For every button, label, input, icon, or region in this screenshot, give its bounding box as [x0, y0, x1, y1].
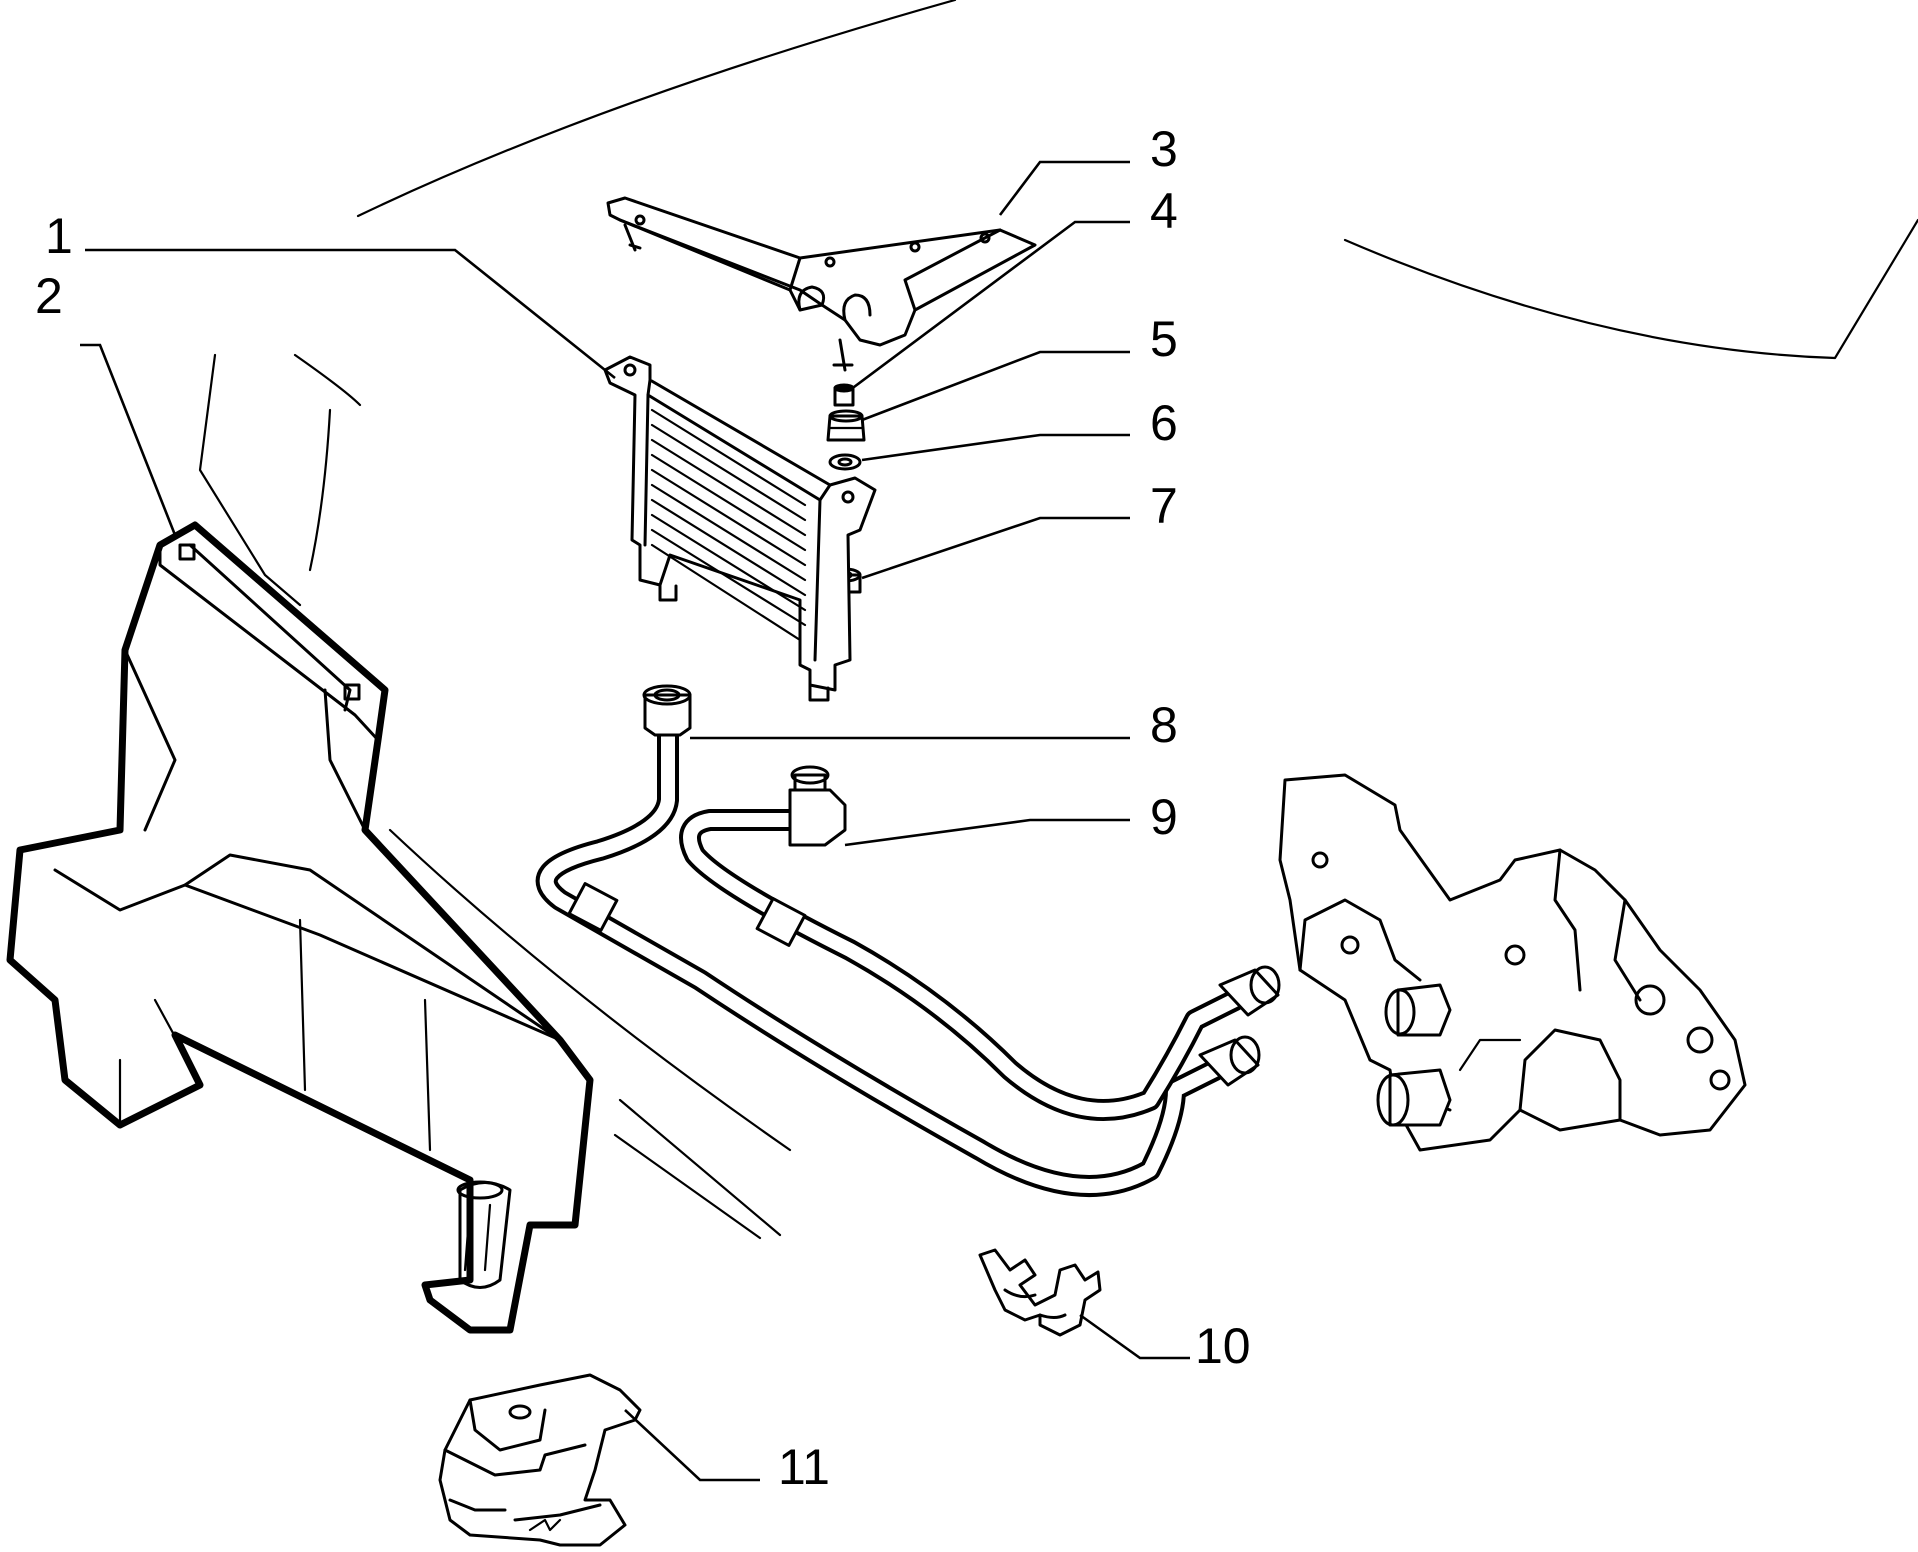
callout-5: 5 — [1150, 311, 1178, 367]
callout-6: 6 — [1150, 395, 1178, 451]
oil-cooler-part-1 — [603, 355, 877, 702]
leader-lines — [80, 160, 1190, 1482]
callout-labels: 1 2 3 4 5 6 7 8 9 10 11 — [35, 121, 1251, 1495]
callout-1: 1 — [45, 208, 73, 264]
leader-line-5 — [861, 350, 1130, 422]
callout-3: 3 — [1150, 121, 1178, 177]
callout-9: 9 — [1150, 789, 1178, 845]
leader-line-9 — [844, 818, 1130, 847]
mounting-bracket-part-3 — [606, 196, 1037, 372]
hose-part-8 — [535, 684, 1261, 1197]
leader-line-6 — [861, 433, 1130, 462]
leader-line-10 — [1079, 1313, 1190, 1360]
hose-part-9 — [679, 765, 1281, 1121]
leader-line-4 — [849, 220, 1130, 392]
hose-retainer-part-11 — [438, 1373, 642, 1547]
callout-11: 11 — [778, 1439, 830, 1495]
leader-line-11 — [624, 1409, 760, 1482]
callout-4: 4 — [1150, 183, 1178, 239]
leader-line-7 — [861, 516, 1130, 580]
callout-10: 10 — [1195, 1318, 1251, 1374]
washer-part-6 — [828, 453, 862, 471]
leader-line-2 — [80, 343, 177, 536]
callout-2: 2 — [35, 268, 63, 324]
spacer-part-4 — [833, 383, 855, 407]
gearbox-housing — [1278, 773, 1747, 1152]
rubber-bush-part-5 — [826, 409, 866, 442]
air-duct-part-2 — [6, 521, 594, 1334]
callout-7: 7 — [1150, 478, 1178, 534]
double-clip-part-10 — [978, 1248, 1102, 1337]
callout-8: 8 — [1150, 697, 1178, 753]
leader-line-3 — [998, 160, 1130, 216]
body-contour-lines — [198, 0, 1918, 1240]
leader-line-1 — [85, 248, 616, 380]
oil-cooler-fins — [650, 408, 807, 642]
